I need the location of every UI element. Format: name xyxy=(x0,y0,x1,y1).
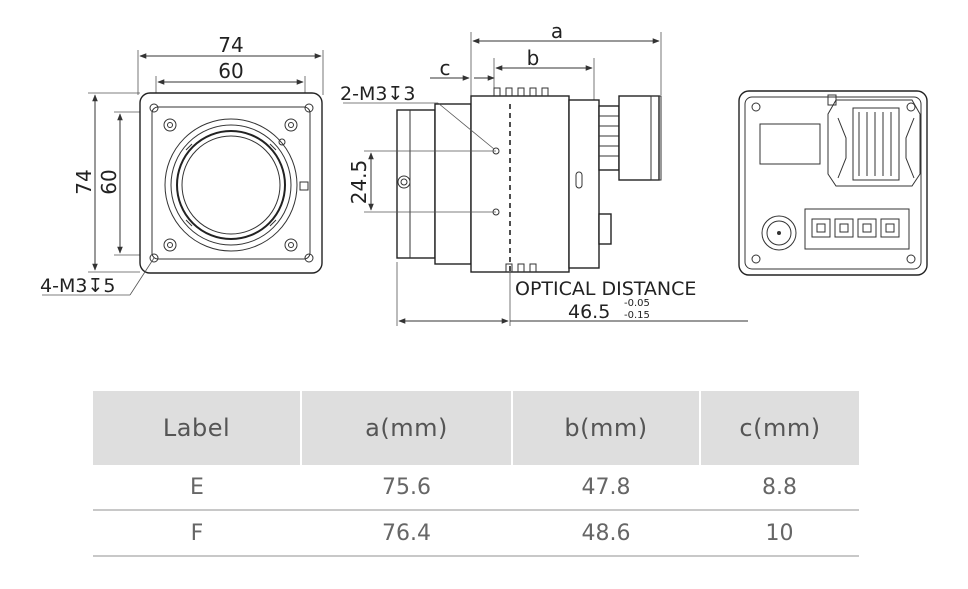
header-a: a(mm) xyxy=(301,391,513,465)
optical-tolerance-upper: -0.05 xyxy=(624,298,650,309)
dim-outer-height: 74 xyxy=(72,169,96,194)
cell-label: F xyxy=(93,510,301,557)
optical-tolerance-lower: -0.15 xyxy=(624,310,650,321)
front-view: 74 60 74 60 4-M3↧5 xyxy=(40,33,324,297)
side-view: a b c xyxy=(340,19,748,326)
front-hole-note: 4-M3↧5 xyxy=(40,275,115,297)
table-row: E 75.6 47.8 8.8 xyxy=(93,465,859,511)
header-c: c(mm) xyxy=(700,391,859,465)
cell-label: E xyxy=(93,465,301,511)
header-b: b(mm) xyxy=(512,391,701,465)
cell-a: 76.4 xyxy=(301,510,512,557)
cell-b: 47.8 xyxy=(512,465,700,511)
dim-hole-spacing: 24.5 xyxy=(347,160,371,205)
rear-view xyxy=(738,90,928,276)
dim-b: b xyxy=(527,46,540,70)
dim-inner-height: 60 xyxy=(97,169,121,194)
cell-c: 10 xyxy=(700,510,859,557)
cell-b: 48.6 xyxy=(512,510,700,557)
side-hole-note: 2-M3↧3 xyxy=(340,83,415,105)
table-header-row: Label a(mm) b(mm) c(mm) xyxy=(93,391,859,465)
table-row: F 76.4 48.6 10 xyxy=(93,510,859,557)
dim-c: c xyxy=(440,56,451,80)
cell-c: 8.8 xyxy=(700,465,859,511)
dim-inner-width: 60 xyxy=(218,59,243,83)
dimension-table: Label a(mm) b(mm) c(mm) E 75.6 47.8 8.8 … xyxy=(93,391,859,557)
camera-dimension-drawing: 74 60 74 60 4-M3↧5 xyxy=(40,19,928,326)
dim-outer-width: 74 xyxy=(218,33,243,57)
dim-a: a xyxy=(551,19,563,43)
cell-a: 75.6 xyxy=(301,465,512,511)
header-label: Label xyxy=(93,391,302,465)
optical-distance-value: 46.5 xyxy=(568,301,610,323)
optical-distance-label: OPTICAL DISTANCE xyxy=(515,278,696,300)
